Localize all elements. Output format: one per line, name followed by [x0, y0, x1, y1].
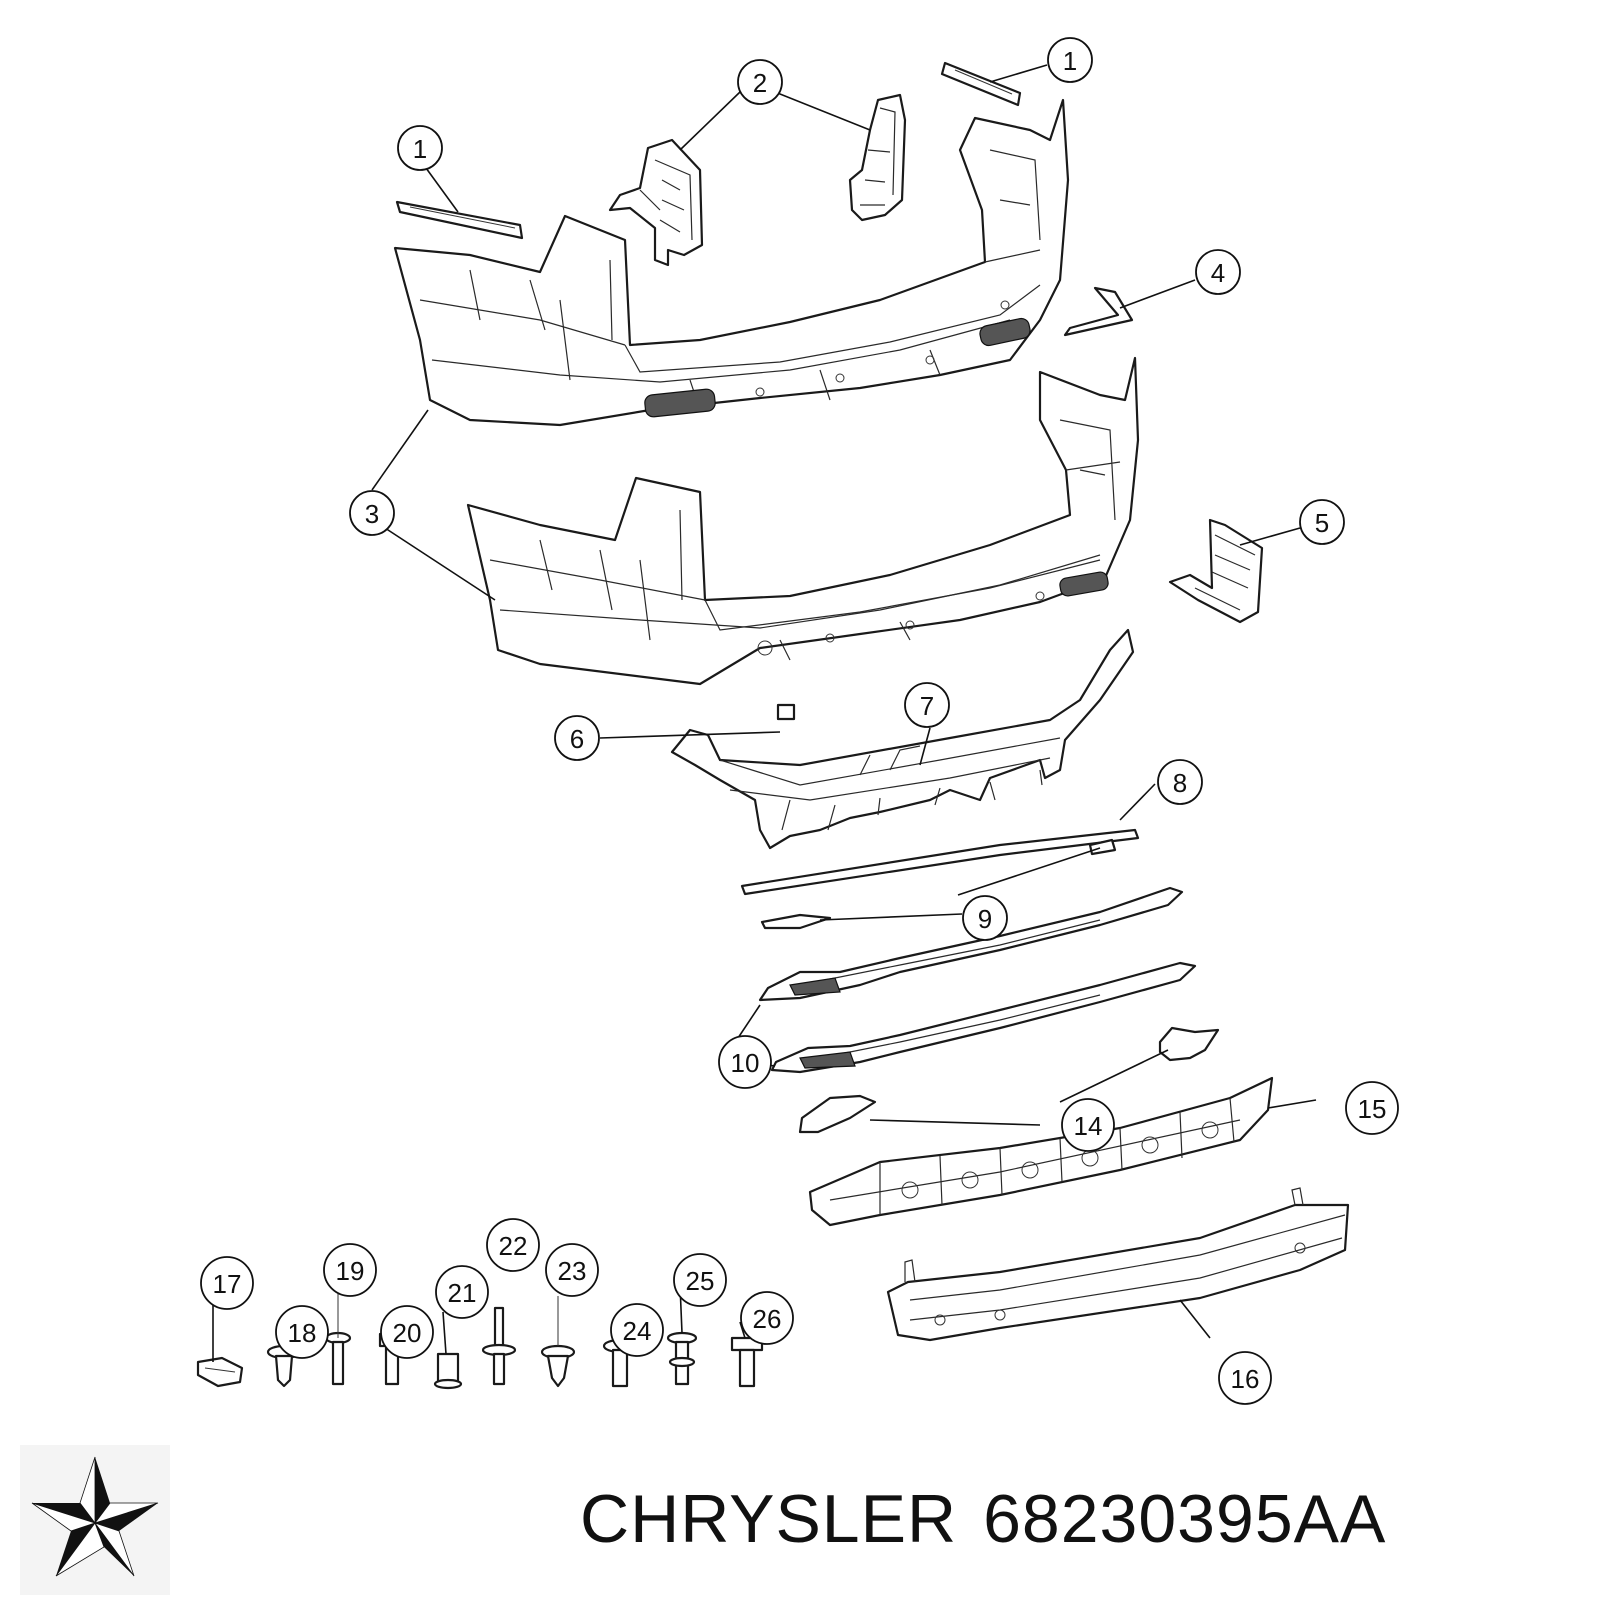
callout-3: 3: [349, 490, 395, 536]
callout-14: 14: [1061, 1098, 1115, 1152]
fastener-26-bolt: [730, 1336, 764, 1388]
callout-label: 15: [1358, 1094, 1387, 1124]
callout-25: 25: [673, 1253, 727, 1307]
callout-1b: 1: [1047, 37, 1093, 83]
part-9-strip-b: [760, 913, 832, 930]
part-10-diffuser-upper: [758, 886, 1184, 1002]
part-2-bracket-right: [848, 93, 907, 222]
callout-21: 21: [435, 1265, 489, 1319]
callout-2: 2: [737, 59, 783, 105]
callout-label: 10: [731, 1048, 760, 1078]
part-3-fascia-upper: [393, 98, 1070, 427]
fastener-23-push-clip: [540, 1296, 576, 1388]
callout-7: 7: [904, 682, 950, 728]
callout-label: 25: [686, 1266, 715, 1296]
callout-label: 19: [336, 1256, 365, 1286]
callout-label: 16: [1231, 1364, 1260, 1394]
callout-24: 24: [610, 1303, 664, 1357]
callout-label: 23: [558, 1256, 587, 1286]
callout-19: 19: [323, 1243, 377, 1297]
callout-label: 24: [623, 1316, 652, 1346]
callout-label: 26: [753, 1304, 782, 1334]
callout-18: 18: [275, 1305, 329, 1359]
fastener-17-clip: [196, 1356, 244, 1388]
part-8-strip: [740, 828, 1140, 896]
brand-name: CHRYSLER: [580, 1481, 958, 1557]
callout-9: 9: [962, 895, 1008, 941]
part-4-trim: [1063, 286, 1134, 337]
part-1-strip-right: [940, 61, 1022, 107]
fastener-21-nut: [433, 1352, 463, 1390]
part-1-strip-left: [395, 200, 524, 240]
part-14-bracket-left: [798, 1094, 877, 1134]
callout-26: 26: [740, 1291, 794, 1345]
part-6-clip: [776, 703, 796, 721]
callout-label: 3: [365, 499, 379, 529]
callout-label: 5: [1315, 508, 1329, 538]
part-14-bracket-right: [1158, 1026, 1220, 1062]
fastener-19-rivet: [324, 1290, 352, 1386]
callout-label: 20: [393, 1318, 422, 1348]
callout-1a: 1: [397, 125, 443, 171]
part-7-support: [670, 628, 1135, 850]
fastener-25-screw: [666, 1331, 698, 1386]
callout-6: 6: [554, 715, 600, 761]
callout-label: 8: [1173, 768, 1187, 798]
part-number: 68230395AA: [983, 1481, 1387, 1557]
callout-label: 17: [213, 1269, 242, 1299]
callout-label: 7: [920, 691, 934, 721]
callout-label: 22: [499, 1231, 528, 1261]
leader-lines: [212, 64, 1317, 1362]
part-10-diffuser-lower: [770, 961, 1197, 1074]
part-5-bracket: [1168, 518, 1264, 624]
callout-22: 22: [486, 1218, 540, 1272]
callout-label: 21: [448, 1278, 477, 1308]
callout-23: 23: [545, 1243, 599, 1297]
callout-5: 5: [1299, 499, 1345, 545]
callout-label: 4: [1211, 258, 1225, 288]
fastener-22-stud: [481, 1306, 517, 1386]
callout-label: 9: [978, 904, 992, 934]
brand-line: CHRYSLER 68230395AA: [580, 1480, 1590, 1580]
callout-label: 1: [413, 134, 427, 164]
callout-label: 18: [288, 1318, 317, 1348]
chrysler-pentastar-icon: [20, 1445, 170, 1595]
callout-label: 2: [753, 68, 767, 98]
callout-10: 10: [718, 1035, 772, 1089]
callout-label: 14: [1074, 1111, 1103, 1141]
part-2-bracket-left: [608, 138, 704, 267]
callout-label: 1: [1063, 46, 1077, 76]
callout-17: 17: [200, 1256, 254, 1310]
part-3-fascia-lower: [466, 356, 1140, 686]
callout-4: 4: [1195, 249, 1241, 295]
callout-label: 6: [570, 724, 584, 754]
part-15-absorber: [808, 1076, 1274, 1227]
callout-16: 16: [1218, 1351, 1272, 1405]
part-16-beam: [886, 1187, 1350, 1342]
callout-20: 20: [380, 1305, 434, 1359]
callout-8: 8: [1157, 759, 1203, 805]
callout-15: 15: [1345, 1081, 1399, 1135]
